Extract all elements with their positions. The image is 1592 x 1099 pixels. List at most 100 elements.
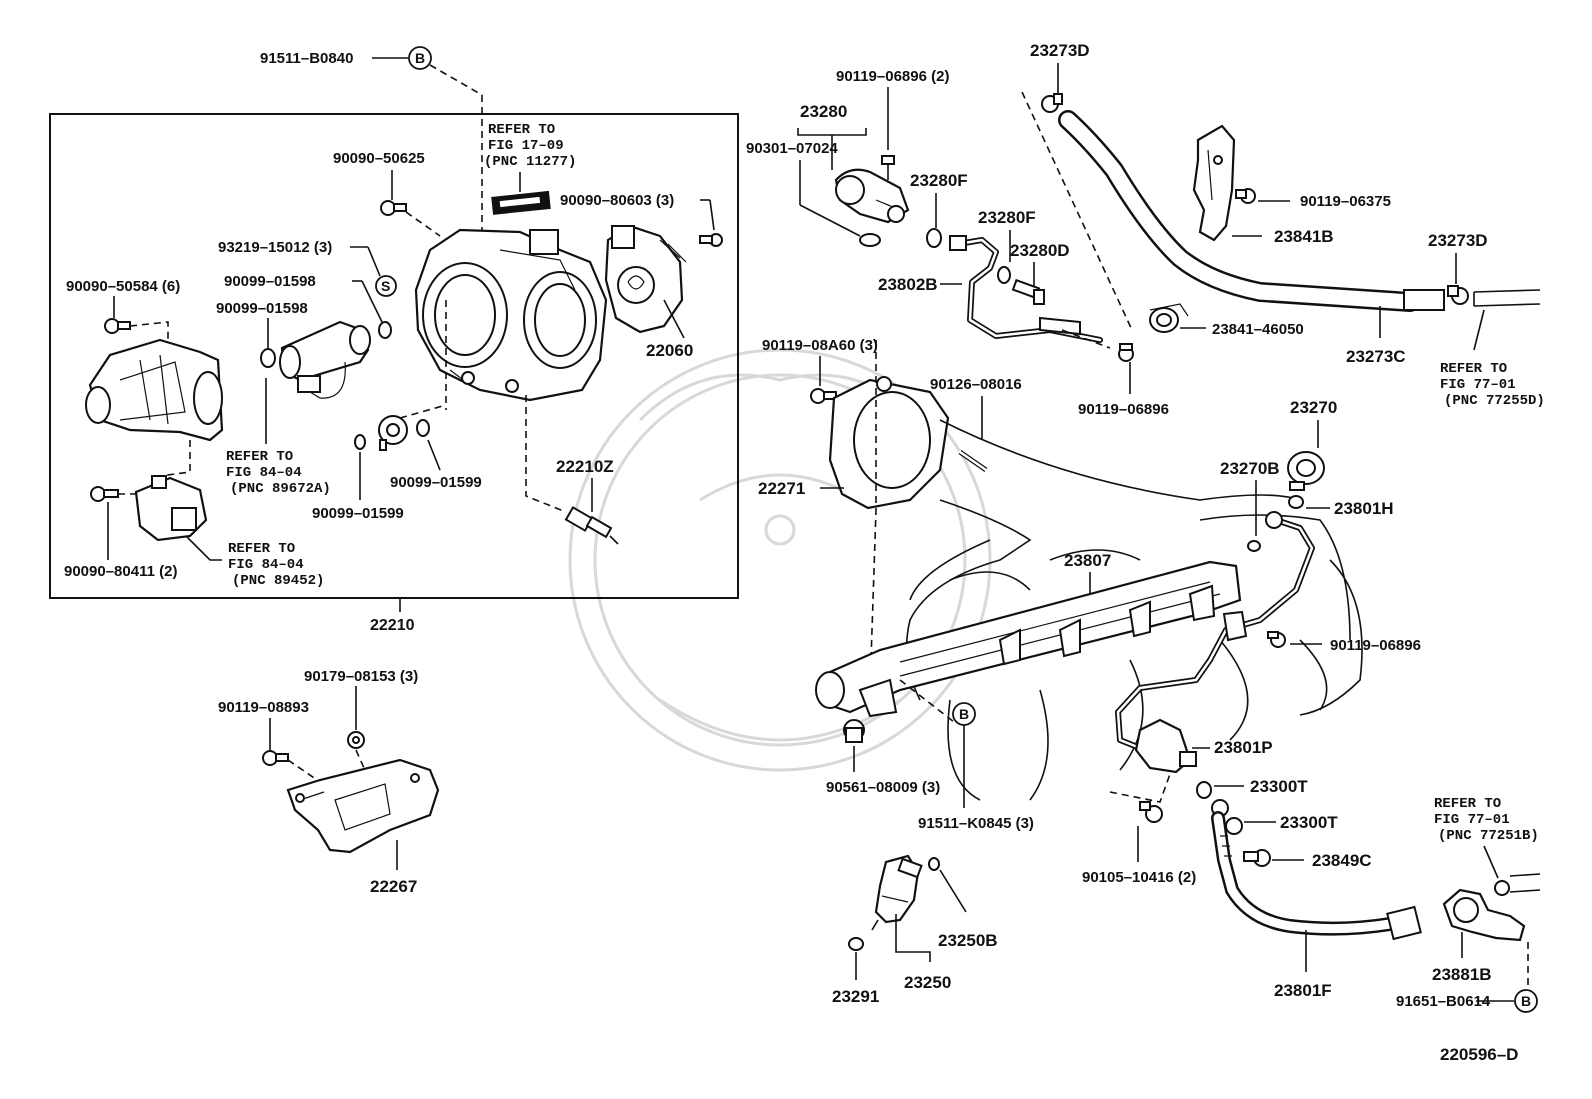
- throttle-body-group-box: [49, 113, 739, 599]
- svg-text:B: B: [959, 706, 969, 722]
- label-22060: 22060: [646, 341, 693, 360]
- svg-text:FIG 77–01: FIG 77–01: [1434, 812, 1510, 828]
- o-ring-icon: [848, 937, 864, 951]
- label-23300t-lower: 23300T: [1280, 813, 1338, 832]
- watermark-emblem: [568, 348, 992, 772]
- svg-text:REFER TO: REFER TO: [228, 541, 295, 557]
- bracket-23881b: [1442, 888, 1526, 942]
- label-23291: 23291: [832, 987, 879, 1006]
- label-23270: 23270: [1290, 398, 1337, 417]
- svg-text:S: S: [381, 278, 390, 294]
- label-23802b: 23802B: [878, 275, 938, 294]
- svg-text:REFER TO: REFER TO: [226, 449, 293, 465]
- gasket-icon: [1225, 817, 1243, 835]
- label-90090-50584: 90090–50584 (6): [66, 278, 180, 295]
- label-23841b: 23841B: [1274, 227, 1334, 246]
- label-23280d: 23280D: [1010, 241, 1070, 260]
- label-22267: 22267: [370, 877, 417, 896]
- svg-text:(PNC 89672A): (PNC 89672A): [230, 481, 331, 497]
- insulator-icon: [843, 719, 865, 743]
- label-23300t-upper: 23300T: [1250, 777, 1308, 796]
- svg-text:B: B: [415, 50, 425, 66]
- gasket-icon: [1247, 540, 1261, 552]
- bolt-icon: [1267, 631, 1286, 648]
- fuel-hose-23273c: [1058, 110, 1445, 312]
- stud-icon: [958, 449, 988, 473]
- refer-to-fig-84-04-a: REFER TO FIG 84–04 (PNC 89672A): [226, 449, 331, 497]
- union-bolt-23849c: [1243, 849, 1271, 867]
- label-23273d-top: 23273D: [1030, 41, 1090, 60]
- label-23801p: 23801P: [1214, 738, 1273, 757]
- o-ring-icon: [859, 233, 881, 247]
- gasket-icon: [1288, 495, 1304, 509]
- bolt-icon: [1139, 801, 1163, 823]
- bolt-icon: [380, 200, 407, 216]
- label-23250b: 23250B: [938, 931, 998, 950]
- vacuum-switching-valve: [134, 475, 208, 542]
- throttle-body: [414, 228, 608, 402]
- label-91651-b0614: 91651–B0614: [1396, 993, 1491, 1010]
- gasket-22271: [828, 376, 950, 510]
- label-90105-10416: 90105–10416 (2): [1082, 869, 1196, 886]
- bolt-icon: [1011, 278, 1045, 305]
- marker-b-top: [408, 46, 432, 70]
- throttle-position-sensor: [604, 224, 687, 334]
- label-23273d-right: 23273D: [1428, 231, 1488, 250]
- bolt-icon: [699, 233, 723, 247]
- label-90126-08016: 90126–08016: [930, 376, 1022, 393]
- air-valve-housing: [85, 338, 224, 442]
- bolt-icon: [262, 750, 289, 766]
- fuel-hose-23801f: [1211, 799, 1422, 941]
- refer-to-fig-17-09: REFER TO FIG 17–09 (PNC 11277): [484, 122, 576, 215]
- fuel-injector: [871, 854, 923, 931]
- refer-to-fig-84-04-b: REFER TO FIG 84–04 (PNC 89452): [228, 541, 324, 589]
- svg-text:(PNC 89452): (PNC 89452): [232, 573, 324, 589]
- bolt-icon: [104, 318, 131, 334]
- label-93219-15012: 93219–15012 (3): [218, 239, 332, 256]
- label-91511-b0840: 91511–B0840: [260, 50, 353, 67]
- label-23841-46050: 23841–46050: [1212, 321, 1304, 338]
- label-22210z: 22210Z: [556, 457, 614, 476]
- label-23250: 23250: [904, 973, 951, 992]
- marker-b-bottom: [1514, 989, 1538, 1013]
- label-90099-01599-right: 90099–01599: [390, 474, 482, 491]
- svg-text:(PNC 11277): (PNC 11277): [484, 154, 576, 170]
- gasket-icon: [1196, 781, 1212, 799]
- label-23881b: 23881B: [1432, 965, 1492, 984]
- label-90119-08a60: 90119–08A60 (3): [762, 337, 878, 354]
- label-23280f-upper: 23280F: [910, 171, 968, 190]
- washer-icon: [354, 434, 366, 450]
- bolt-icon: [90, 486, 119, 502]
- idle-speed-motor: [279, 320, 371, 399]
- air-temp-sensor: [564, 506, 619, 545]
- label-23849c: 23849C: [1312, 851, 1372, 870]
- label-90090-50625: 90090–50625: [333, 150, 425, 167]
- svg-text:REFER TO: REFER TO: [1434, 796, 1501, 812]
- label-90090-80411: 90090–80411 (2): [64, 563, 177, 580]
- union-bolt-23270: [1287, 451, 1325, 491]
- hose-clamp-23841-46050: [1149, 303, 1189, 333]
- label-90119-06896-2: 90119–06896 (2): [836, 68, 949, 85]
- marker-s: [375, 275, 397, 297]
- label-23273c: 23273C: [1346, 347, 1406, 366]
- label-90099-01598-upper: 90099–01598: [224, 273, 316, 290]
- label-90099-01598-lower: 90099–01598: [216, 300, 308, 317]
- svg-text:FIG 17–09: FIG 17–09: [488, 138, 564, 154]
- o-ring-icon: [926, 228, 942, 248]
- label-22271: 22271: [758, 479, 805, 498]
- label-90119-08893: 90119–08893: [218, 699, 309, 716]
- o-ring-icon: [928, 857, 940, 871]
- fuel-union-23801p: [1134, 718, 1197, 774]
- refer-to-fig-77-01-b: REFER TO FIG 77–01 (PNC 77251B): [1434, 796, 1539, 844]
- label-90561-08009: 90561–08009 (3): [826, 779, 940, 796]
- group-label-22210: 22210: [370, 617, 415, 634]
- svg-text:(PNC 77251B): (PNC 77251B): [1438, 828, 1539, 844]
- svg-text:REFER TO: REFER TO: [1440, 361, 1507, 377]
- svg-text:B: B: [1521, 993, 1531, 1009]
- bolt-icon: [1118, 343, 1134, 362]
- svg-text:(PNC 77255D): (PNC 77255D): [1444, 393, 1545, 409]
- label-90119-06375: 90119–06375: [1300, 193, 1391, 210]
- hose-clamp-icon: [1041, 93, 1063, 113]
- intake-manifold: [905, 419, 1363, 801]
